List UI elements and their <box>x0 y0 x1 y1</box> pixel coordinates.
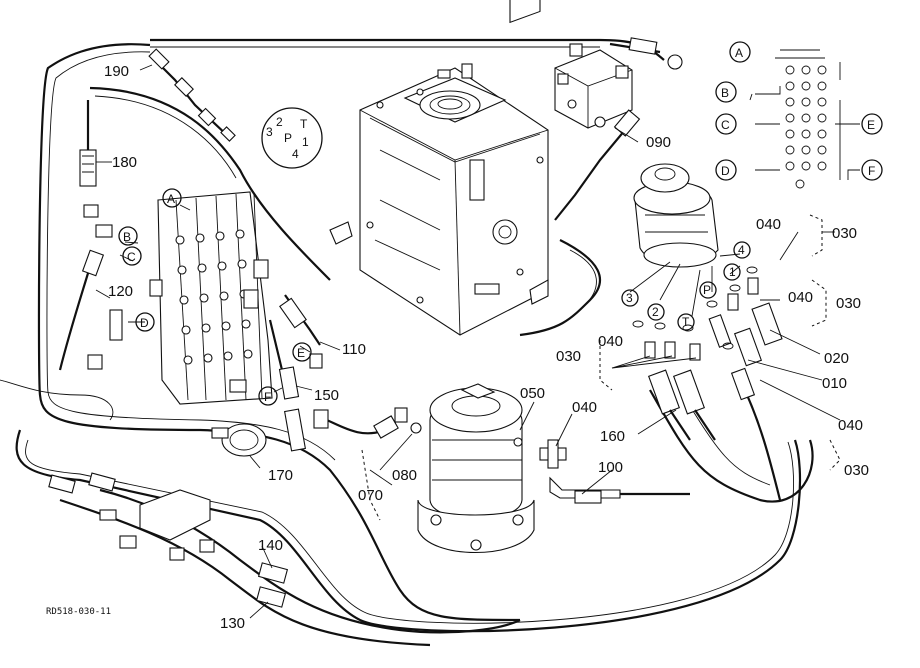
callout-e-inset: E <box>867 118 875 132</box>
part-label-030-left: 030 <box>556 348 581 365</box>
diagram-code: RD518-030-11 <box>46 607 111 617</box>
part-label-020: 020 <box>824 350 849 367</box>
part-label-050: 040 <box>572 399 597 416</box>
pilot-valve <box>633 163 719 268</box>
part-label-130: 130 <box>220 615 245 632</box>
control-valve-bank <box>149 191 273 405</box>
valve-block <box>554 43 633 129</box>
part-label-060: 050 <box>520 385 545 402</box>
part-label-030-top: 030 <box>832 225 857 242</box>
part-label-120: 120 <box>108 283 133 300</box>
port-label-3: 3 <box>266 125 273 139</box>
callout-c-inset: C <box>721 118 730 132</box>
part-label-080: 080 <box>392 467 417 484</box>
part-label-010: 010 <box>822 375 847 392</box>
part-label-070: 070 <box>358 487 383 504</box>
group-brackets <box>361 214 841 521</box>
part-label-040-left: 040 <box>598 333 623 350</box>
callout-d-inset: D <box>721 164 730 178</box>
port-callout-1: 1 <box>729 265 736 279</box>
leader-lines <box>95 64 841 619</box>
port-label-4: 4 <box>292 147 299 161</box>
port-callout-2: 2 <box>652 305 659 319</box>
callout-f-inset: F <box>868 164 875 178</box>
part-label-110: 110 <box>342 341 366 358</box>
part-label-100: 100 <box>598 459 623 476</box>
callout-f: F <box>264 390 271 404</box>
part-label-180: 180 <box>112 154 137 171</box>
part-label-030-low: 030 <box>844 462 869 479</box>
port-label-p: P <box>284 131 292 145</box>
port-label-2: 2 <box>276 115 283 129</box>
port-label-1: 1 <box>302 135 309 149</box>
callout-d: D <box>140 316 149 330</box>
part-label-150: 150 <box>314 387 339 404</box>
schematic-nodes <box>785 65 827 189</box>
callout-circles: A B C D E F A B C D E F 3 2 T P 1 4 <box>118 41 883 406</box>
part-label-040-low: 040 <box>838 417 863 434</box>
port-callout-t: T <box>682 315 690 329</box>
part-number-labels: 190 180 120 090 110 150 170 080 070 050 … <box>46 63 869 632</box>
part-label-190: 190 <box>104 63 129 80</box>
callout-c: C <box>127 250 136 264</box>
callout-b: B <box>123 230 131 244</box>
port-callout-4: 4 <box>738 243 745 257</box>
part-label-030-mid: 030 <box>836 295 861 312</box>
valve-spools <box>149 229 269 393</box>
callout-b-inset: B <box>721 86 729 100</box>
hydraulic-tank <box>329 0 549 336</box>
part-label-040-mid: 040 <box>788 289 813 306</box>
hose-fittings <box>48 37 783 608</box>
port-label-t: T <box>300 117 308 131</box>
port-callout-3: 3 <box>626 291 633 305</box>
part-label-140: 140 <box>258 537 283 554</box>
part-label-160: 160 <box>600 428 625 445</box>
swivel-joint <box>417 383 535 553</box>
callout-e: E <box>297 346 305 360</box>
callout-a: A <box>167 192 175 206</box>
port-callout-p: P <box>703 283 711 297</box>
part-label-090: 090 <box>646 134 671 151</box>
part-label-170: 170 <box>268 467 293 484</box>
port-layout-inset: 2 T 3 P 1 4 <box>261 107 323 169</box>
connection-schematic <box>755 49 860 189</box>
part-label-040-top: 040 <box>756 216 781 233</box>
callout-a-inset: A <box>735 46 743 60</box>
